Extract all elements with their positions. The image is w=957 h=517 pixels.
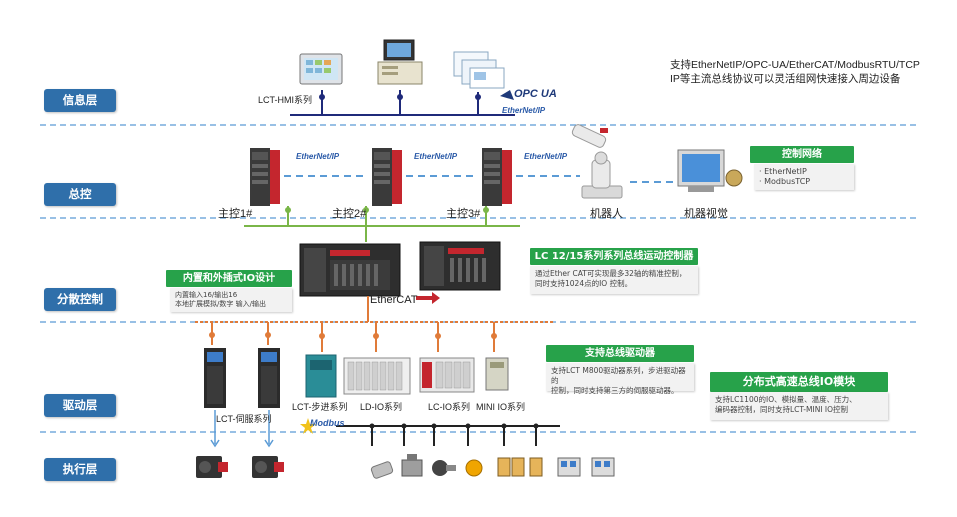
ethernetip-logo-text: EtherNet/IP: [524, 152, 568, 161]
drive-callout-line: 控制，同时支持第三方的伺服驱动器。: [551, 386, 679, 395]
hmi-label: LCT-HMI系列: [258, 95, 313, 105]
io-design-line: 本地扩展模拟/数字 输入/输出: [175, 300, 266, 308]
drive-callout-title: 支持总线驱动器: [546, 345, 694, 362]
info-bus-nodes: [319, 94, 481, 100]
network-item: · ModbusTCP: [759, 177, 811, 186]
io-design-callout-body: 内置输入16/输出16 本地扩展模拟/数字 输入/输出: [170, 288, 292, 312]
ethernetip-links: [284, 175, 676, 183]
modbus-star-icon: [300, 418, 316, 434]
opcua-logo-text: OPC UA: [514, 88, 557, 100]
mini-io-series-label: MINI IO系列: [476, 402, 525, 412]
io-module-callout-title: 分布式高速总线IO模块: [710, 372, 888, 392]
network-callout-title: 控制网络: [750, 146, 854, 163]
lc-motion-controller: [419, 241, 501, 291]
layer-label-master: 总控: [44, 183, 116, 206]
sensor-device: [370, 461, 394, 479]
ld-io-series-label: LD-IO系列: [360, 402, 403, 412]
info-bus: [290, 90, 515, 116]
terminal-block: [557, 457, 581, 477]
network-item: · EtherNetIP: [759, 167, 807, 176]
indicator-lamp: [465, 459, 483, 477]
ethernetip-logo-text: EtherNet/IP: [502, 106, 546, 115]
controller-label-1: 主控1#: [218, 208, 253, 220]
lc-controller-callout-body: 通过Ether CAT可实现最多32轴的精准控制， 同时支持1024点的IO 控…: [530, 266, 698, 294]
lc-controller-callout-title: LC 12/15系列系列总线运动控制器: [530, 248, 698, 265]
robot-arm: [571, 124, 623, 199]
io-module-line: 支持LC1100的IO、模拟量、温度、压力、: [715, 395, 857, 404]
layer-label-drive: 驱动层: [44, 394, 116, 417]
drive-callout-body: 支持LCT M800驱动器系列，步进驱动器的 控制，同时支持第三方的伺服驱动器。: [546, 363, 694, 395]
layer-label-actuator: 执行层: [44, 458, 116, 481]
lc-controller-line: 同时支持1024点的IO 控制。: [535, 279, 633, 288]
robot-label: 机器人: [590, 208, 623, 220]
servo-drive: [258, 348, 280, 408]
servo-motor: [252, 456, 284, 478]
stepper-series-label: LCT-步进系列: [292, 402, 348, 412]
mini-io-module: [485, 357, 509, 391]
controller-device: [372, 148, 402, 206]
ethernetip-logo-text: EtherNet/IP: [296, 152, 340, 161]
stepper-drive: [305, 354, 337, 398]
servo-cables: [210, 410, 274, 448]
layer-label-info: 信息层: [44, 89, 116, 112]
servo-series-label: LCT-伺服系列: [216, 414, 272, 424]
io-field-bus: [336, 425, 560, 446]
ethercat-arrow: [416, 292, 440, 304]
lc-controller-line: 通过Ether CAT可实现最多32轴的精准控制，: [535, 269, 687, 278]
network-callout-body: · EtherNetIP · ModbusTCP: [754, 164, 854, 190]
servo-motor: [196, 456, 228, 478]
io-design-line: 内置输入16/输出16: [175, 291, 238, 299]
software-windows-graphic: [453, 51, 505, 89]
controller-device: [250, 148, 280, 206]
io-bus-nodes: [369, 423, 539, 429]
relay-device: [529, 457, 543, 477]
ethercat-bus-nodes: [209, 332, 497, 339]
valve-device: [401, 454, 423, 477]
encoder-device: [432, 460, 456, 476]
io-module-callout-body: 支持LC1100的IO、模拟量、温度、压力、 编码器控制，同时支持LCT-MIN…: [710, 392, 888, 420]
master-bus-nodes: [285, 207, 489, 213]
io-design-callout-title: 内置和外插式IO设计: [166, 270, 292, 287]
opcua-logo: [500, 90, 514, 100]
lc-io-modules: [419, 357, 475, 393]
vision-system: [677, 149, 743, 192]
lc-io-series-label: LC-IO系列: [428, 402, 471, 412]
vision-label: 机器视觉: [684, 208, 728, 220]
controller-device: [482, 148, 512, 206]
relay-device: [497, 457, 525, 477]
controller-label-2: 主控2#: [332, 208, 367, 220]
drive-callout-line: 支持LCT M800驱动器系列，步进驱动器的: [551, 366, 686, 385]
ld-io-modules: [343, 357, 411, 395]
terminal-block: [591, 457, 615, 477]
layer-label-distributed: 分散控制: [44, 288, 116, 311]
ethernetip-logo-text: EtherNet/IP: [414, 152, 458, 161]
io-module-line: 编码器控制，同时支持LCT-MINI IO控制: [715, 405, 849, 414]
servo-drive: [204, 348, 226, 408]
hmi-panel-device: [299, 53, 343, 85]
modbus-logo-text: Modbus: [310, 418, 345, 428]
ethercat-logo-text: EtherCAT: [370, 294, 418, 306]
controller-label-3: 主控3#: [446, 208, 481, 220]
protocol-description: 支持EtherNetIP/OPC-UA/EtherCAT/ModbusRTU/T…: [670, 59, 920, 85]
industrial-pc-device: [377, 39, 423, 85]
lc-motion-controller: [299, 243, 401, 297]
